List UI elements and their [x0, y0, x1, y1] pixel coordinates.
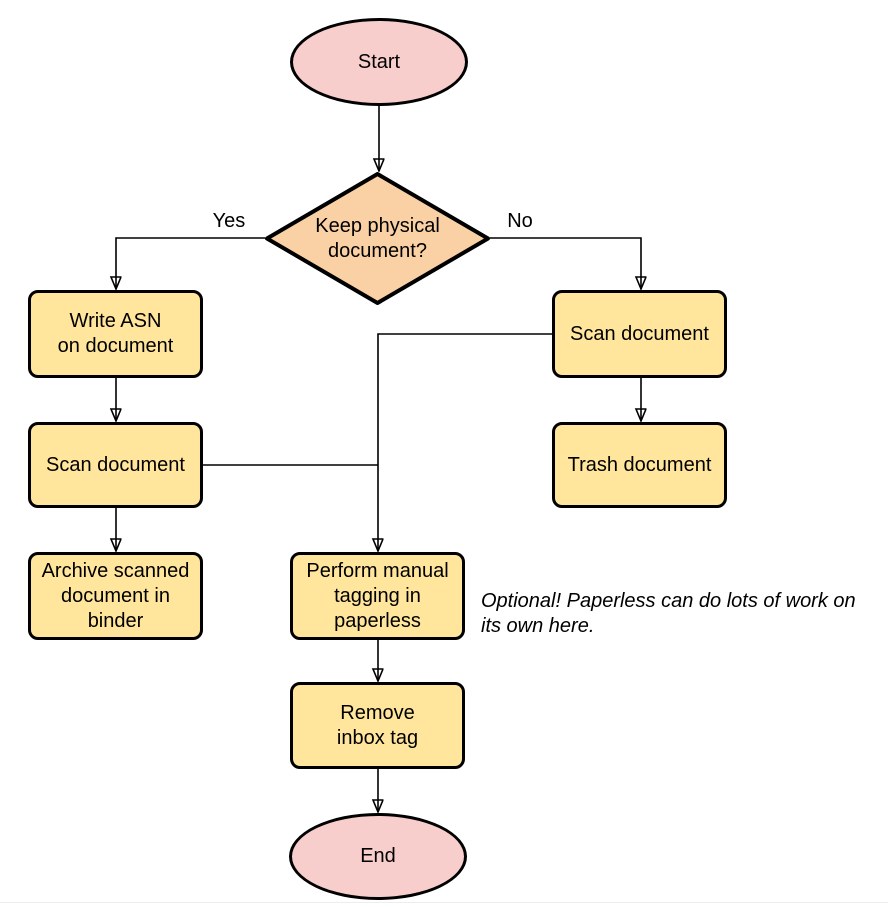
node-trash-document: Trash document: [552, 422, 727, 508]
edge-decision-no-to-scan-right: [490, 237, 641, 289]
node-scan-document-right: Scan document: [552, 290, 727, 378]
node-start-label: Start: [357, 50, 401, 73]
node-archive-binder: Archive scanned document in binder: [28, 552, 203, 640]
node-scan-document-left: Scan document: [28, 422, 203, 508]
node-write-asn: Write ASN on document: [28, 290, 203, 378]
node-manual-tagging: Perform manual tagging in paperless: [290, 552, 465, 640]
node-end: End: [289, 813, 467, 900]
node-write-asn-label: Write ASN on document: [57, 310, 174, 357]
edge-label-yes: Yes: [212, 210, 246, 232]
decision-diamond-shape: [265, 172, 490, 305]
node-archive-binder-label: Archive scanned document in binder: [41, 559, 190, 632]
node-end-label: End: [360, 845, 396, 867]
node-manual-tagging-label: Perform manual tagging in paperless: [306, 559, 449, 632]
node-decision: Keep physical document?: [265, 172, 490, 305]
edge-label-no: No: [507, 210, 533, 232]
annotation-note: Optional! Paperless can do lots of work …: [481, 589, 888, 639]
node-trash-document-label: Trash document: [567, 453, 712, 476]
annotation-note-line2: its own here.: [481, 615, 595, 637]
node-scan-document-right-label: Scan document: [570, 322, 709, 345]
node-scan-document-left-label: Scan document: [46, 453, 185, 476]
node-decision-label: Keep physical document?: [315, 214, 440, 262]
edge-decision-yes-to-write-asn: [116, 237, 265, 289]
edge-scan-right-to-tagging: [378, 333, 552, 551]
node-remove-inbox-tag: Remove inbox tag: [290, 682, 465, 769]
node-remove-inbox-tag-label: Remove inbox tag: [336, 701, 419, 749]
annotation-note-line1: Optional! Paperless can do lots of work …: [481, 590, 856, 612]
bottom-divider: [0, 902, 888, 903]
node-start: Start: [290, 18, 468, 106]
